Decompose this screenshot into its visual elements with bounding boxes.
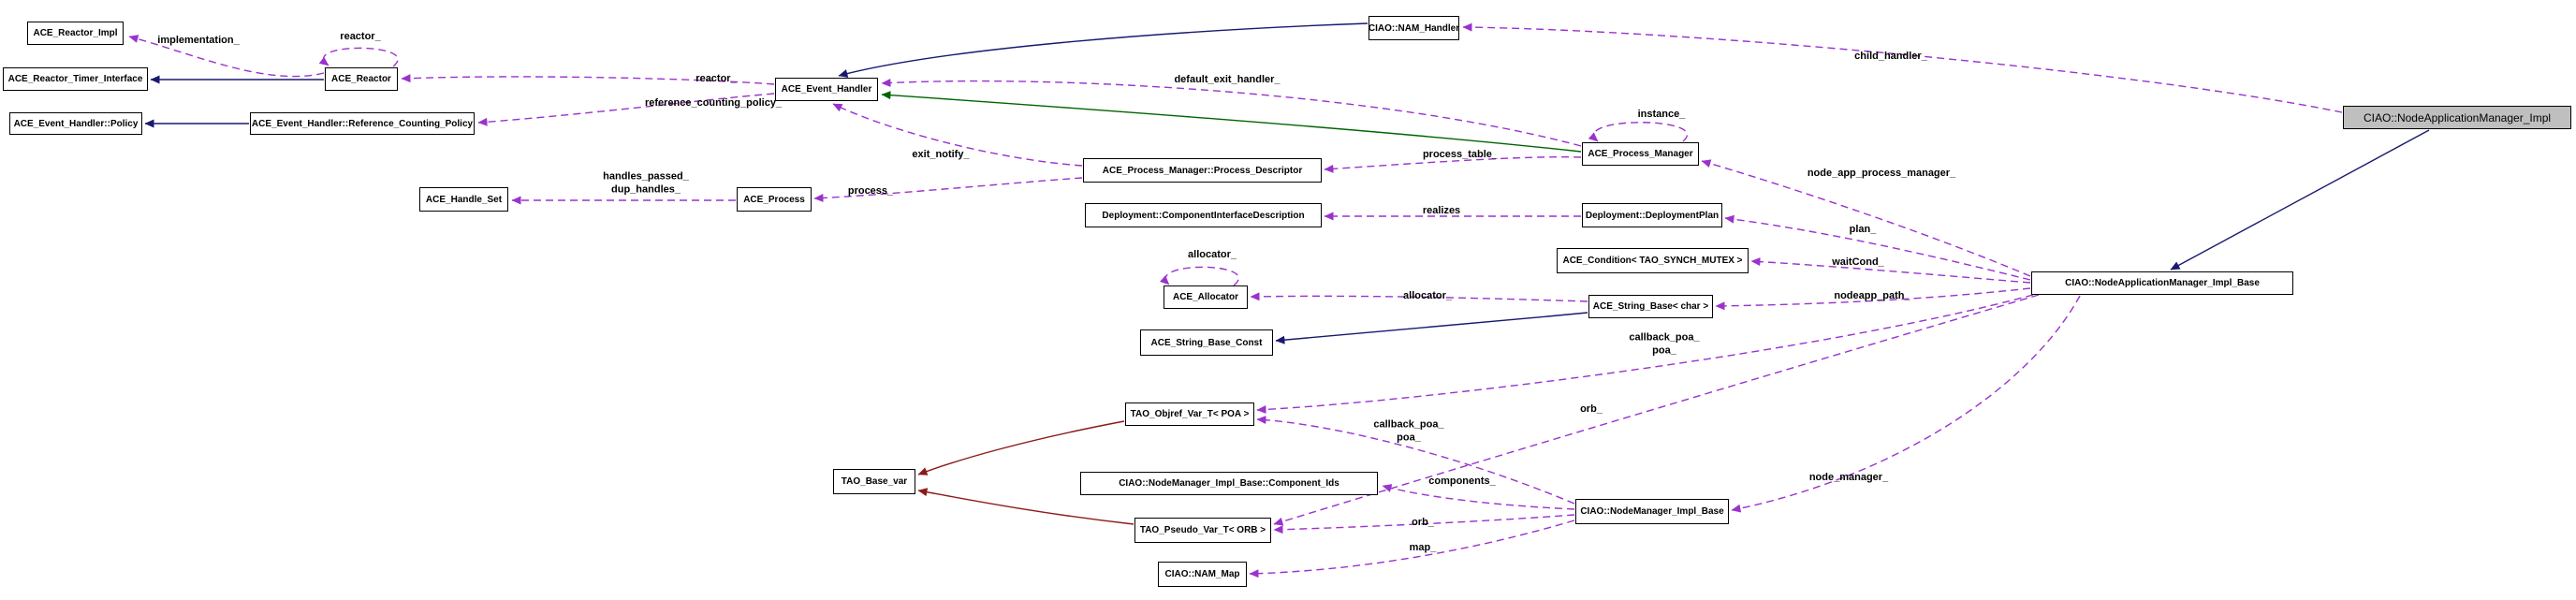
class-node-ace-event-handler-policy[interactable]: ACE_Event_Handler::Policy bbox=[9, 112, 142, 135]
class-node-ciao-node-application-manager-impl[interactable]: CIAO::NodeApplicationManager_Impl bbox=[2343, 106, 2571, 129]
edge-allocator bbox=[1250, 292, 1588, 302]
edge-label-components: components_ bbox=[1428, 476, 1496, 488]
edge-instance-self-loop bbox=[1588, 122, 1688, 142]
edge-orb-lower bbox=[1273, 514, 1575, 534]
edge-nodeapp-path bbox=[1715, 287, 2031, 311]
edge-child-handler bbox=[1462, 22, 2343, 113]
class-node-ace-allocator[interactable]: ACE_Allocator bbox=[1164, 285, 1248, 309]
class-node-ciao-nam-handler[interactable]: CIAO::NAM_Handler bbox=[1368, 16, 1459, 40]
edge-label-realizes: realizes bbox=[1422, 205, 1461, 217]
edge-inherit-event-handler bbox=[838, 22, 1368, 78]
edge-label-allocator-self: allocator_ bbox=[1188, 249, 1237, 261]
edge-process-table bbox=[1324, 155, 1582, 173]
class-node-ciao-nam-map[interactable]: CIAO::NAM_Map bbox=[1158, 562, 1247, 587]
class-node-ace-reactor-timer-interface[interactable]: ACE_Reactor_Timer_Interface bbox=[3, 67, 148, 91]
edge-label-default-exit-handler: default_exit_handler_ bbox=[1174, 74, 1281, 86]
class-node-tao-base-var[interactable]: TAO_Base_var bbox=[833, 469, 915, 494]
class-node-ace-event-handler[interactable]: ACE_Event_Handler bbox=[775, 78, 878, 101]
class-node-tao-objref-var-t-poa[interactable]: TAO_Objref_Var_T< POA > bbox=[1125, 402, 1254, 426]
edge-inherit-tao-base-var-from-pseudo bbox=[917, 488, 1134, 525]
class-node-ace-condition-tao-synch-mutex[interactable]: ACE_Condition< TAO_SYNCH_MUTEX > bbox=[1557, 248, 1749, 273]
edge-map bbox=[1249, 520, 1575, 578]
edge-wait-cond bbox=[1750, 257, 2031, 284]
edge-implementation bbox=[128, 35, 325, 78]
edge-inherit-string-base-const bbox=[1275, 312, 1588, 344]
class-node-deployment-deployment-plan[interactable]: Deployment::DeploymentPlan bbox=[1582, 203, 1722, 227]
edge-label-implementation: implementation_ bbox=[157, 35, 240, 47]
edge-inherit-tao-base-var-from-objref bbox=[917, 420, 1125, 476]
edge-label-reactor: reactor_ bbox=[695, 73, 737, 85]
class-node-ace-process[interactable]: ACE_Process bbox=[737, 187, 812, 212]
edge-label-map: map_ bbox=[1409, 542, 1437, 554]
edge-callback-poa-upper bbox=[1256, 294, 2034, 414]
edge-label-node-app-process-manager: node_app_process_manager_ bbox=[1807, 168, 1956, 180]
edge-components bbox=[1382, 484, 1575, 510]
class-node-ciao-node-manager-impl-base[interactable]: CIAO::NodeManager_Impl_Base bbox=[1575, 499, 1729, 524]
edge-label-instance: instance_ bbox=[1637, 109, 1686, 121]
class-node-ace-string-base-const[interactable]: ACE_String_Base_Const bbox=[1140, 329, 1273, 356]
edge-label-orb-upper: orb_ bbox=[1580, 403, 1603, 416]
edge-label-exit-notify: exit_notify_ bbox=[912, 149, 970, 161]
class-node-ace-process-manager-process-descriptor[interactable]: ACE_Process_Manager::Process_Descriptor bbox=[1083, 158, 1322, 183]
edge-label-orb-lower: orb_ bbox=[1412, 517, 1434, 529]
edge-inherit-event-handler-protected bbox=[881, 91, 1582, 153]
class-node-tao-pseudo-var-t-orb[interactable]: TAO_Pseudo_Var_T< ORB > bbox=[1134, 518, 1271, 543]
class-node-deployment-component-interface-description[interactable]: Deployment::ComponentInterfaceDescriptio… bbox=[1085, 203, 1322, 227]
edge-process bbox=[813, 177, 1083, 203]
edge-label-node-manager: node_manager_ bbox=[1808, 472, 1889, 484]
edge-reactor bbox=[401, 74, 775, 85]
edge-label-process: process_ bbox=[847, 185, 894, 198]
edge-allocator-self-loop bbox=[1159, 266, 1239, 286]
edge-inherit-node-application-manager-impl-base bbox=[2170, 129, 2430, 271]
edge-label-callback-poa-poa-upper: callback_poa_ poa_ bbox=[1629, 331, 1700, 356]
class-node-ace-reactor-impl[interactable]: ACE_Reactor_Impl bbox=[27, 22, 124, 45]
edge-label-process-table: process_table_ bbox=[1422, 149, 1499, 161]
class-node-ace-process-manager[interactable]: ACE_Process_Manager bbox=[1582, 142, 1699, 166]
edge-node-app-process-manager bbox=[1701, 159, 2031, 277]
edge-label-reference-counting-policy: reference_counting_policy_ bbox=[644, 97, 783, 110]
class-node-ciao-node-application-manager-impl-base[interactable]: CIAO::NodeApplicationManager_Impl_Base bbox=[2031, 271, 2293, 295]
class-node-ace-reactor[interactable]: ACE_Reactor bbox=[325, 67, 398, 91]
edge-node-manager bbox=[1731, 295, 2081, 513]
edge-label-wait-cond: waitCond_ bbox=[1832, 256, 1884, 269]
class-node-ciao-node-manager-impl-base-component-ids[interactable]: CIAO::NodeManager_Impl_Base::Component_I… bbox=[1080, 472, 1378, 495]
class-node-ace-event-handler-reference-counting-policy[interactable]: ACE_Event_Handler::Reference_Counting_Po… bbox=[250, 112, 475, 135]
class-node-ace-string-base-char[interactable]: ACE_String_Base< char > bbox=[1588, 295, 1713, 318]
edge-reactor-self-loop bbox=[318, 47, 399, 67]
edge-label-allocator: allocator_ bbox=[1403, 290, 1452, 302]
edge-label-plan: plan_ bbox=[1849, 224, 1877, 236]
edge-label-handles-passed-dup-handles: handles_passed_ dup_handles_ bbox=[603, 170, 689, 195]
edge-label-nodeapp-path: nodeapp_path_ bbox=[1834, 290, 1910, 302]
edge-callback-poa-lower bbox=[1256, 416, 1575, 505]
edge-default-exit-handler bbox=[881, 79, 1582, 147]
class-node-ace-handle-set[interactable]: ACE_Handle_Set bbox=[419, 187, 508, 212]
edge-exit-notify bbox=[832, 103, 1083, 167]
edge-orb-upper bbox=[1273, 294, 2040, 526]
edge-label-callback-poa-poa-lower: callback_poa_ poa_ bbox=[1373, 418, 1444, 443]
edge-label-child-handler: child_handler_ bbox=[1854, 51, 1927, 63]
edge-label-reactor-self: reactor_ bbox=[340, 31, 381, 43]
edge-plan bbox=[1724, 214, 2031, 281]
edge-reference-counting-policy bbox=[477, 93, 775, 126]
